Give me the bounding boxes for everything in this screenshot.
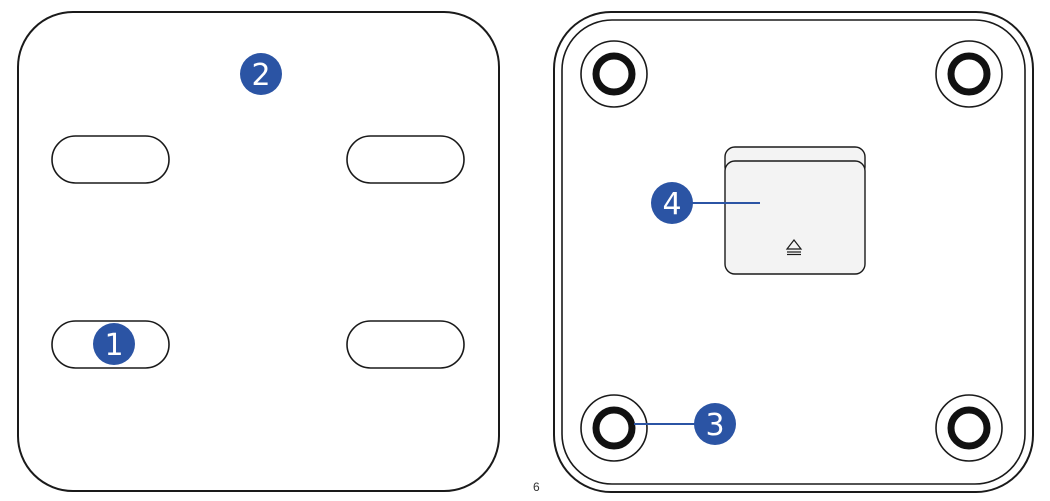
battery-cover-face [724,160,866,275]
callout-3-badge [694,403,736,445]
page-number: 6 [533,480,540,494]
callout-4-label: 4 [662,187,681,222]
callout-2-label: 2 [251,58,270,93]
foot-bottom-left [580,394,648,462]
callout-4: 4 [651,182,760,224]
front-view: 1 2 [17,11,500,492]
callout-4-badge [651,182,693,224]
callout-1-badge [93,323,135,365]
electrode-pad-top-right [346,135,465,184]
callout-3-label: 3 [705,408,724,443]
callout-3: 3 [634,403,736,445]
callout-1: 1 [93,323,135,365]
foot-top-left [580,40,648,108]
back-view: 4 3 [553,11,1034,493]
callout-2: 2 [240,53,282,95]
front-panel-outline [17,11,500,492]
electrode-pad-top-left [51,135,170,184]
foot-top-right [935,40,1003,108]
eject-icon [785,239,803,256]
battery-cover [724,146,866,275]
electrode-pad-bottom-right [346,320,465,369]
callout-2-badge [240,53,282,95]
back-panel-inner-outline [561,19,1026,485]
foot-bottom-right [935,394,1003,462]
callout-1-label: 1 [104,328,123,363]
